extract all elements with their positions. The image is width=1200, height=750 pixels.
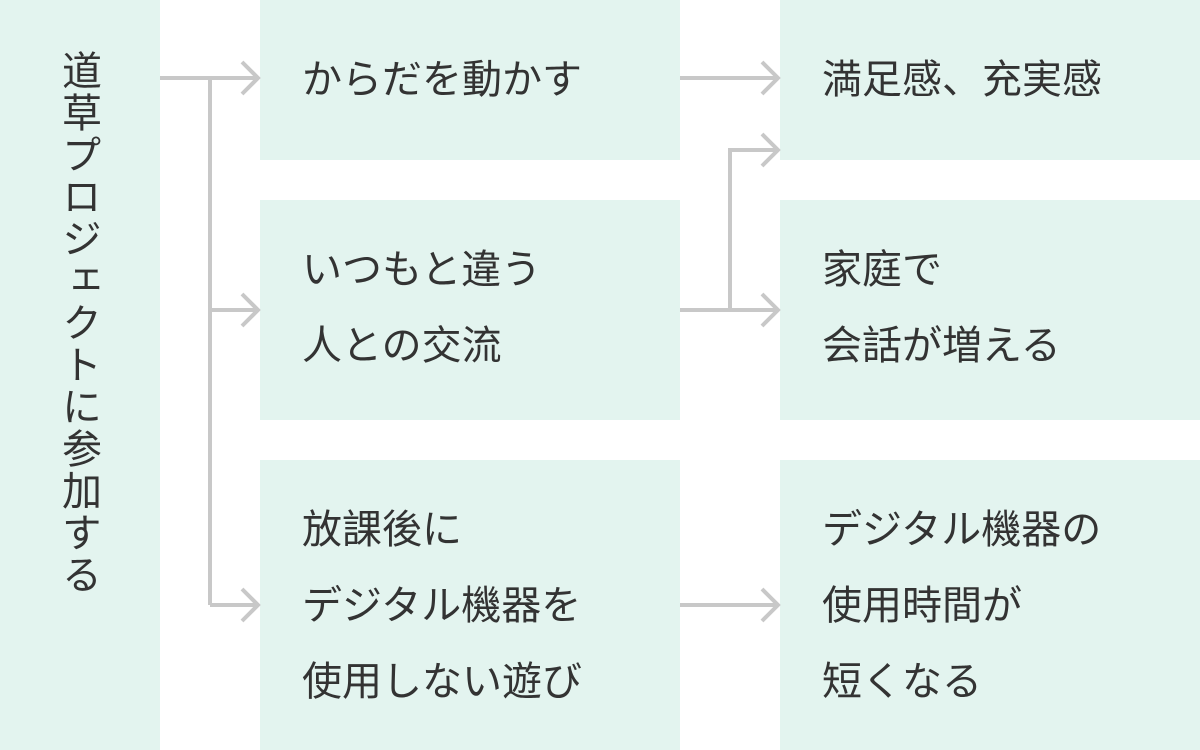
- outcome-text-line: 満足感、充実感: [822, 57, 1102, 103]
- cause-text-line: からだを動かす: [302, 57, 582, 103]
- arrowhead-play: [240, 587, 261, 623]
- outcome-box-satisfaction: 満足感、充実感: [780, 0, 1200, 160]
- arrowhead-satisfaction-2: [760, 132, 781, 168]
- cause-text-line: 放課後に: [302, 507, 462, 553]
- outcome-text-line: 使用時間が: [822, 583, 1022, 629]
- outcome-text-line: デジタル機器の: [822, 507, 1102, 553]
- cause-box-interaction: いつもと違う 人との交流: [260, 200, 680, 420]
- trunk-line: [160, 76, 212, 605]
- outcome-text-line: 家庭で: [822, 247, 942, 293]
- cause-box-exercise: からだを動かす: [260, 0, 680, 160]
- cause-text-line: 使用しない遊び: [302, 659, 582, 705]
- cause-box-play: 放課後に デジタル機器を 使用しない遊び: [260, 460, 680, 750]
- cause-text: いつもと違う 人との交流: [302, 232, 541, 384]
- outcome-box-family-conversation: 家庭で 会話が増える: [780, 200, 1200, 420]
- arrowhead-screen-time: [760, 587, 781, 623]
- cause-text-line: デジタル機器を: [302, 583, 582, 629]
- outcome-text-line: 会話が増える: [822, 323, 1061, 369]
- outcome-text: 家庭で 会話が増える: [822, 232, 1061, 384]
- start-label: 道草プロジェクトに参加する: [55, 50, 101, 596]
- arrowhead-family: [760, 292, 781, 328]
- outcome-text: 満足感、充実感: [822, 42, 1102, 118]
- outcome-text: デジタル機器の 使用時間が 短くなる: [822, 492, 1101, 720]
- outcome-box-screen-time: デジタル機器の 使用時間が 短くなる: [780, 460, 1200, 750]
- arrowhead-exercise: [240, 60, 261, 96]
- cause-text-line: いつもと違う: [302, 247, 542, 293]
- outcome-text-line: 短くなる: [822, 659, 982, 705]
- cause-text: 放課後に デジタル機器を 使用しない遊び: [302, 492, 582, 720]
- cause-text: からだを動かす: [302, 42, 582, 118]
- cause-text-line: 人との交流: [302, 323, 502, 369]
- arrow-interaction-to-satisfaction: [728, 148, 778, 310]
- start-box: 道草プロジェクトに参加する: [0, 0, 160, 750]
- arrowhead-satisfaction-1: [760, 60, 781, 96]
- arrowhead-interaction: [240, 292, 261, 328]
